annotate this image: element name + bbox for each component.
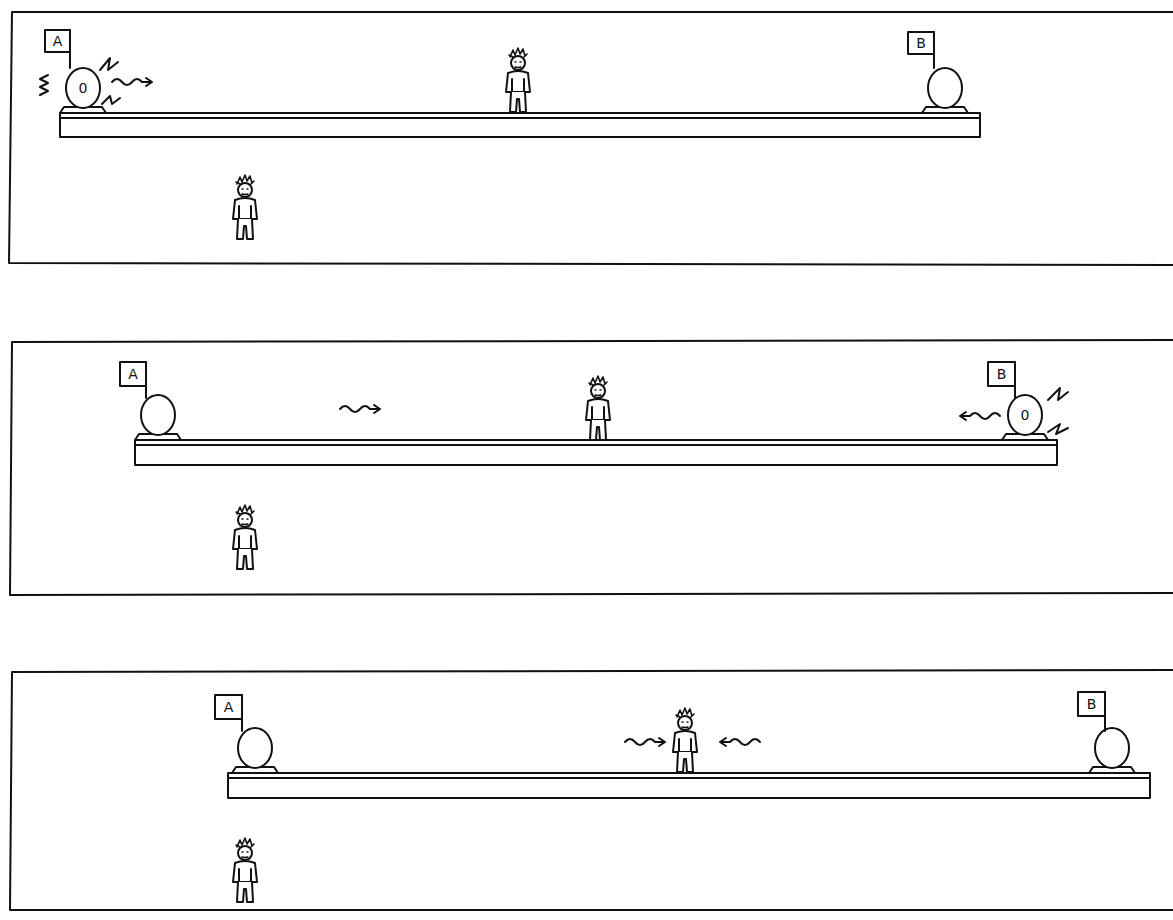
flag-label: A [128, 367, 138, 381]
clock-reading: 0 [79, 81, 88, 95]
clock-reading: 0 [1021, 408, 1030, 422]
flag-label: A [224, 700, 234, 714]
flag-label: B [916, 36, 926, 50]
flag-label: B [1087, 697, 1097, 711]
flag-label: A [53, 34, 63, 48]
flag-label: B [997, 367, 1007, 381]
